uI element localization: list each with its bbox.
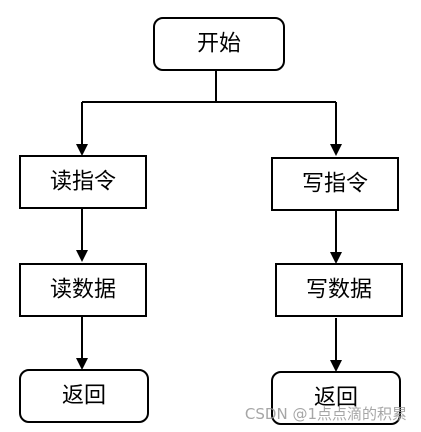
node-write-data-label: 写数据 xyxy=(306,278,372,303)
arrowhead-write-data xyxy=(330,252,342,264)
watermark: CSDN @1点点滴的积累 xyxy=(244,405,407,423)
arrowhead-read-data xyxy=(76,250,88,262)
node-return-right-label: 返回 xyxy=(314,386,358,411)
node-return-left-label: 返回 xyxy=(62,384,106,409)
arrowhead-return-left xyxy=(76,358,88,370)
node-write-data: 写数据 xyxy=(275,263,403,317)
node-write-instruction: 写指令 xyxy=(271,157,399,211)
arrowhead-read-instruction xyxy=(76,144,88,156)
node-start-label: 开始 xyxy=(197,32,241,57)
node-read-instruction: 读指令 xyxy=(19,155,147,209)
node-read-instruction-label: 读指令 xyxy=(50,170,116,195)
node-read-data: 读数据 xyxy=(19,263,147,317)
node-write-instruction-label: 写指令 xyxy=(302,172,368,197)
edges xyxy=(81,70,337,362)
arrowheads xyxy=(76,144,342,372)
arrowhead-return-right xyxy=(330,360,342,372)
arrowhead-write-instruction xyxy=(330,144,342,156)
node-read-data-label: 读数据 xyxy=(50,278,116,303)
node-start: 开始 xyxy=(153,17,285,71)
node-return-right: 返回 xyxy=(271,371,401,425)
node-return-left: 返回 xyxy=(19,369,149,423)
